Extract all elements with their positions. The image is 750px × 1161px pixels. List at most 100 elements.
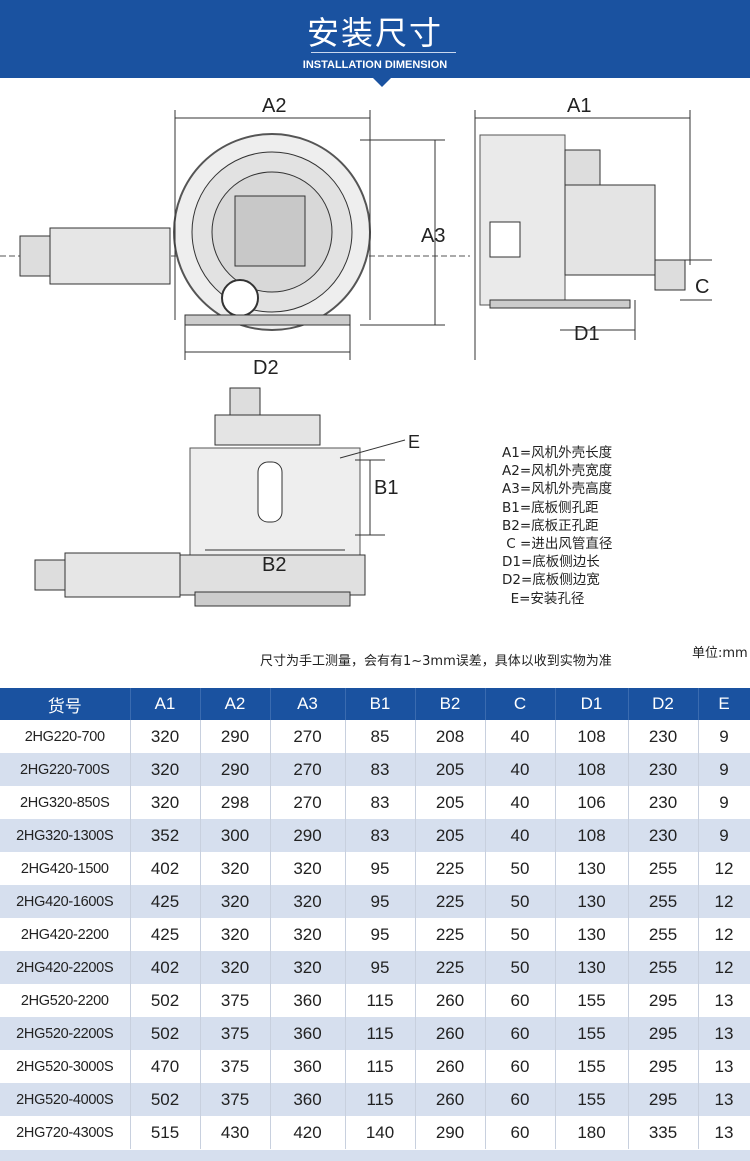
dimension-cell: 140 (345, 1116, 416, 1149)
dimension-cell: 295 (628, 984, 699, 1017)
section-title: 安装尺寸 (306, 14, 443, 52)
dimension-cell: 9 (698, 819, 750, 852)
dimension-cell: 95 (345, 885, 416, 918)
bottom-view: E B1 B2 (34, 387, 420, 607)
dimension-cell: 320 (130, 720, 201, 753)
dimension-cell: 108 (555, 819, 629, 852)
dimension-cell: 13 (698, 1017, 750, 1050)
legend-item: D2=底板侧边宽 (502, 572, 600, 589)
dimension-cell: 208 (415, 720, 486, 753)
model-cell: 2HG420-1600S (0, 885, 131, 918)
dimension-cell: 502 (130, 984, 201, 1017)
dimension-cell: 40 (485, 753, 556, 786)
dimension-cell: 230 (628, 786, 699, 819)
dimension-cell: 360 (270, 1050, 346, 1083)
model-cell: 2HG520-2200 (0, 984, 131, 1017)
dimension-cell: 375 (200, 1083, 271, 1116)
dimension-cell: 260 (415, 1050, 486, 1083)
column-header: A2 (200, 688, 271, 720)
dimension-cell: 320 (130, 786, 201, 819)
dimension-cell: 85 (345, 720, 416, 753)
model-cell: 2HG520-2200S (0, 1017, 131, 1050)
dimension-cell: 320 (200, 951, 271, 984)
dimension-cell: 60 (485, 1116, 556, 1149)
dimension-cell: 40 (485, 720, 556, 753)
dimension-cell: 83 (345, 753, 416, 786)
dimension-cell: 225 (415, 951, 486, 984)
dimension-cell: 180 (555, 1116, 629, 1149)
dimension-cell: 352 (130, 819, 201, 852)
dimension-cell: 425 (130, 885, 201, 918)
dimension-cell: 320 (130, 753, 201, 786)
label-B1: B1 (374, 477, 398, 499)
dimension-cell: 320 (270, 885, 346, 918)
dimension-cell: 255 (628, 885, 699, 918)
dimension-cell: 320 (200, 885, 271, 918)
dimension-cell: 95 (345, 951, 416, 984)
dimension-cell: 60 (485, 1050, 556, 1083)
dimension-cell: 375 (200, 1017, 271, 1050)
dimension-cell: 13 (698, 1116, 750, 1149)
dimension-cell: 115 (345, 1050, 416, 1083)
legend-item: D1=底板侧边长 (502, 554, 600, 571)
dimension-cell: 9 (698, 720, 750, 753)
dimension-cell: 425 (130, 918, 201, 951)
model-cell: 2HG520-3000S (0, 1050, 131, 1083)
dimension-cell: 83 (345, 786, 416, 819)
dimension-cell: 360 (270, 1083, 346, 1116)
dimension-cell: 335 (628, 1116, 699, 1149)
dimension-cell: 50 (485, 852, 556, 885)
dimension-cell: 9 (698, 786, 750, 819)
column-header: D1 (555, 688, 629, 720)
column-header: A1 (130, 688, 201, 720)
dimension-cell: 155 (555, 1050, 629, 1083)
column-header: E (698, 688, 750, 720)
legend-item: B1=底板侧孔距 (502, 499, 599, 516)
dimension-cell: 320 (270, 951, 346, 984)
dimension-cell: 225 (415, 918, 486, 951)
dimension-cell: 230 (628, 720, 699, 753)
section-subtitle: INSTALLATION DIMENSION (302, 59, 448, 71)
dimension-cell: 290 (270, 819, 346, 852)
dimension-cell: 12 (698, 918, 750, 951)
measurement-note: 尺寸为手工测量，会有有1~3mm误差，具体以收到实物为准 (260, 654, 612, 669)
column-header: A3 (270, 688, 346, 720)
column-header: B1 (345, 688, 416, 720)
column-header: 货号 (0, 688, 131, 720)
title-divider (311, 52, 456, 53)
legend-item: A2=风机外壳宽度 (502, 463, 613, 480)
side-view: A1 D1 C (474, 95, 712, 360)
dimension-cell: 130 (555, 852, 629, 885)
dimension-cell: 255 (628, 852, 699, 885)
label-C: C (695, 276, 709, 298)
label-D2: D2 (253, 357, 279, 379)
dimension-cell: 115 (345, 1083, 416, 1116)
dimension-cell: 130 (555, 885, 629, 918)
dimension-cell: 295 (628, 1050, 699, 1083)
dimension-cell: 50 (485, 918, 556, 951)
dimension-cell: 298 (200, 786, 271, 819)
dimension-cell: 108 (555, 753, 629, 786)
dimension-cell: 502 (130, 1083, 201, 1116)
model-cell: 2HG520-4000S (0, 1083, 131, 1116)
dimension-cell: 320 (270, 918, 346, 951)
dimension-cell: 320 (270, 852, 346, 885)
dimension-cell: 83 (345, 819, 416, 852)
dimension-cell: 155 (555, 984, 629, 1017)
label-E: E (408, 432, 420, 452)
dimension-cell: 402 (130, 852, 201, 885)
dimension-cell: 13 (698, 1083, 750, 1116)
dimension-cell: 270 (270, 753, 346, 786)
dimension-legend: A1=风机外壳长度 A2=风机外壳宽度 A3=风机外壳高度 B1=底板侧孔距 B… (502, 444, 612, 608)
dimension-cell: 502 (130, 1017, 201, 1050)
dimension-cell: 12 (698, 852, 750, 885)
banner-pointer (373, 78, 391, 87)
